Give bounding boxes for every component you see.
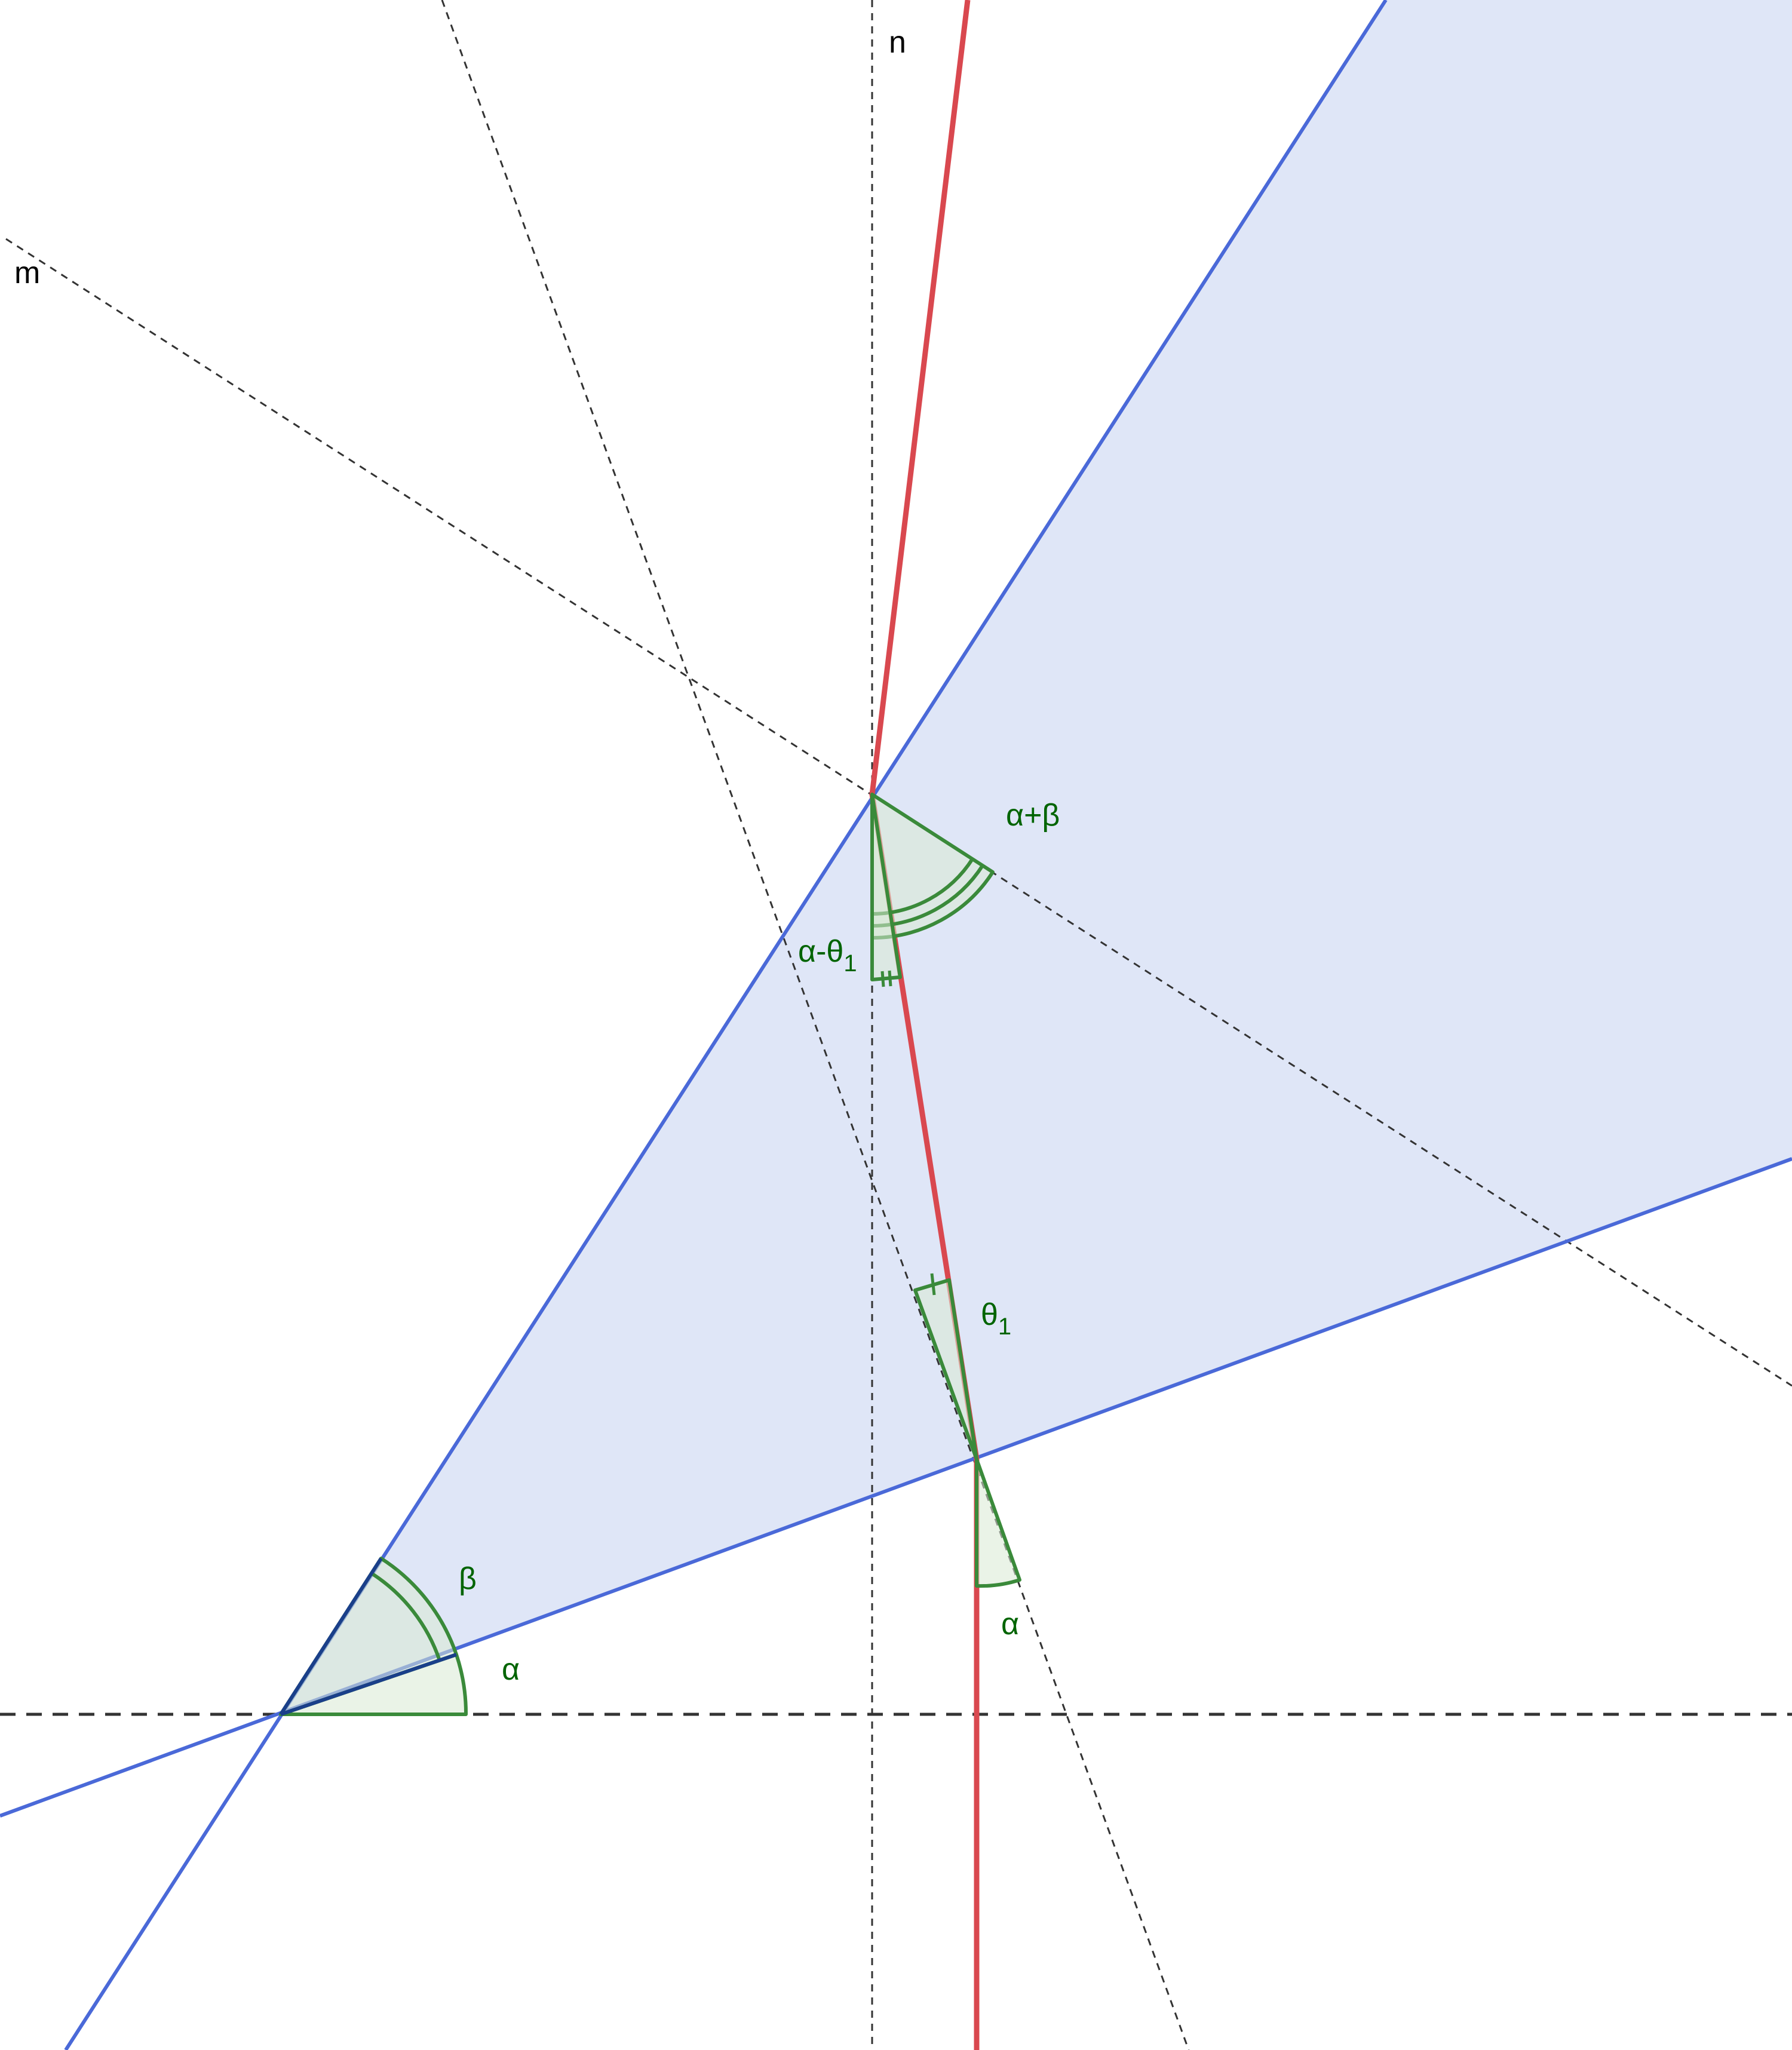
label-line-m: m (14, 256, 40, 290)
angle-alpha-minus-theta-tick-1 (880, 971, 885, 987)
angle-theta-tick (930, 1273, 936, 1296)
light-ray (869, 0, 980, 2050)
angle-alpha-exit-wedge (975, 1457, 1021, 1588)
exit-normal-line (441, 0, 1190, 2050)
label-angle-alpha-base: α (502, 1652, 520, 1687)
angle-beta-wedge (279, 1557, 458, 1716)
angle-beta-arc-inner (370, 1572, 441, 1661)
angle-alpha-minus-theta-tick-2 (888, 970, 892, 987)
label-angle-alpha-exit: α (1001, 1607, 1019, 1641)
label-angle-alpha-plus-beta: α+β (1006, 798, 1060, 833)
label-angle-theta: θ1 (981, 1297, 1011, 1340)
base-overlap-segment-2 (279, 1557, 383, 1716)
base-overlap-segment (280, 1653, 457, 1716)
label-angle-beta: β (459, 1561, 477, 1596)
label-line-n: n (889, 25, 906, 60)
angle-alpha-minus-theta-wedge (870, 793, 902, 981)
prism-region (281, 0, 1792, 1714)
label-angle-alpha-minus-theta: α-θ1 (798, 934, 857, 977)
